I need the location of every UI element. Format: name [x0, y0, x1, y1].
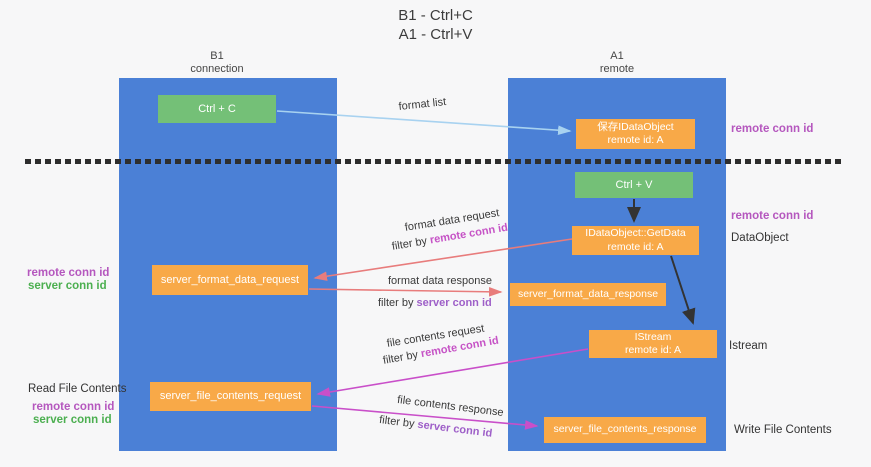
- remote-conn-id-label-left-2: remote conn id: [32, 401, 115, 413]
- read-file-contents-label: Read File Contents: [28, 383, 127, 395]
- remote-conn-id-label-mid-right: remote conn id: [731, 210, 814, 222]
- save-idataobject-line1: 保存IDataObject: [597, 120, 674, 133]
- column-header-b1: B1 connection: [108, 50, 326, 77]
- title-line-1: B1 - Ctrl+C: [398, 7, 473, 24]
- istream-side-label: Istream: [729, 340, 768, 352]
- server-conn-id-label-left-2: server conn id: [33, 414, 112, 426]
- remote-conn-id-label-left-1: remote conn id: [27, 267, 110, 279]
- save-idataobject-line2: remote id: A: [607, 134, 664, 146]
- column-b1-subtitle: connection: [190, 63, 244, 76]
- format-data-response-label: format data response: [388, 275, 492, 287]
- remote-conn-id-label-top-right: remote conn id: [731, 123, 814, 135]
- istream-box: IStream remote id: A: [589, 330, 717, 358]
- format-list-arrow: [276, 110, 572, 135]
- istream-line2: remote id: A: [624, 344, 682, 356]
- getdata-line2: remote id: A: [607, 240, 664, 253]
- getdata-to-istream-arrow: [670, 255, 696, 325]
- session-separator-dashed-line: [25, 159, 845, 164]
- istream-line1: IStream: [634, 330, 672, 343]
- getdata-line1: IDataObject::GetData: [585, 227, 686, 240]
- server-conn-id-emphasis: server conn id: [416, 297, 492, 309]
- title-line-2: A1 - Ctrl+V: [398, 26, 473, 44]
- ctrl-c-box: Ctrl + C: [158, 95, 276, 123]
- format-data-response-arrow: [308, 287, 503, 297]
- column-a1-name: A1: [610, 50, 624, 62]
- server-file-contents-request-box: server_file_contents_request: [150, 382, 311, 411]
- write-file-contents-label: Write File Contents: [734, 424, 832, 436]
- ctrl-v-box: Ctrl + V: [575, 172, 693, 198]
- server-format-data-request-box: server_format_data_request: [152, 265, 308, 295]
- save-idataobject-box: 保存IDataObject remote id: A: [576, 119, 695, 149]
- file-contents-request-arrow: [316, 348, 589, 397]
- server-conn-id-label-left-1: server conn id: [28, 280, 107, 292]
- server-format-data-response-box: server_format_data_response: [510, 283, 666, 306]
- file-contents-response-arrow: [311, 405, 539, 430]
- diagram-title: B1 - Ctrl+C A1 - Ctrl+V: [0, 6, 871, 44]
- column-header-a1: A1 remote: [508, 50, 726, 77]
- filter-by-server-conn-id-label-1: filter by server conn id: [378, 297, 492, 309]
- column-a1-subtitle: remote: [599, 63, 635, 76]
- server-file-contents-response-box: server_file_contents_response: [544, 417, 706, 443]
- idataobject-getdata-box: IDataObject::GetData remote id: A: [572, 226, 699, 255]
- filter-by-text: filter by: [378, 297, 414, 309]
- dataobject-label: DataObject: [731, 232, 789, 244]
- column-b1-name: B1: [210, 50, 224, 62]
- format-data-request-arrow: [313, 238, 573, 281]
